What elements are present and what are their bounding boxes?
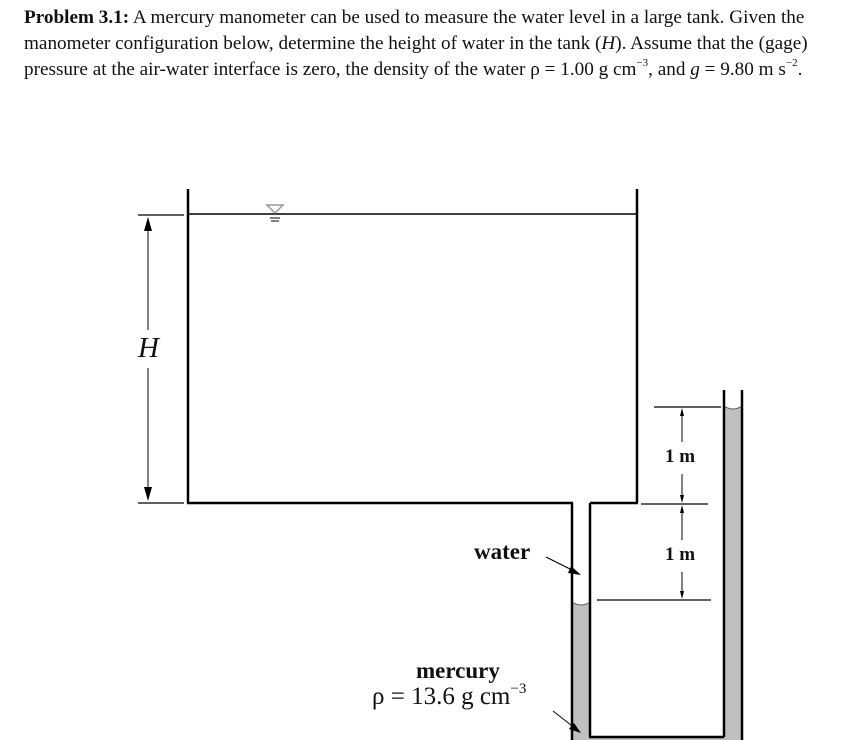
var-g: g xyxy=(690,59,700,80)
free-surface-icon xyxy=(265,204,285,222)
mercury-density-text: ρ = 13.6 g cm xyxy=(372,683,511,710)
problem-statement: Problem 3.1: A mercury manometer can be … xyxy=(24,5,854,83)
exponent-gravity: −2 xyxy=(785,56,798,69)
dim-lower-label: 1 m xyxy=(664,544,697,566)
problem-text-2: ). Assume that the (gage) pressure at th… xyxy=(24,33,808,80)
mercury-fill xyxy=(572,406,742,740)
tank-walls xyxy=(186,189,639,505)
meniscus-lines xyxy=(571,405,743,606)
water-label: water xyxy=(474,539,531,564)
leader-arrows xyxy=(545,556,581,733)
exponent-water-density: −3 xyxy=(636,56,649,69)
problem-text-4: = 9.80 m s xyxy=(699,59,786,80)
meter-dimensions xyxy=(597,406,721,601)
height-label: H xyxy=(138,332,159,364)
problem-text-3: , and xyxy=(648,59,691,80)
mercury-label: mercury xyxy=(416,658,500,683)
problem-title: Problem 3.1: xyxy=(24,7,130,28)
mercury-density-exponent: −3 xyxy=(510,680,527,697)
height-dimension xyxy=(138,214,184,504)
manometer-tube xyxy=(570,390,744,740)
var-H: H xyxy=(601,33,616,54)
dim-upper-label: 1 m xyxy=(664,446,697,468)
problem-text-5: . xyxy=(797,59,803,80)
problem-text-1: A mercury manometer can be used to measu… xyxy=(24,7,805,54)
mercury-density-label: ρ = 13.6 g cm−3 xyxy=(372,680,527,711)
